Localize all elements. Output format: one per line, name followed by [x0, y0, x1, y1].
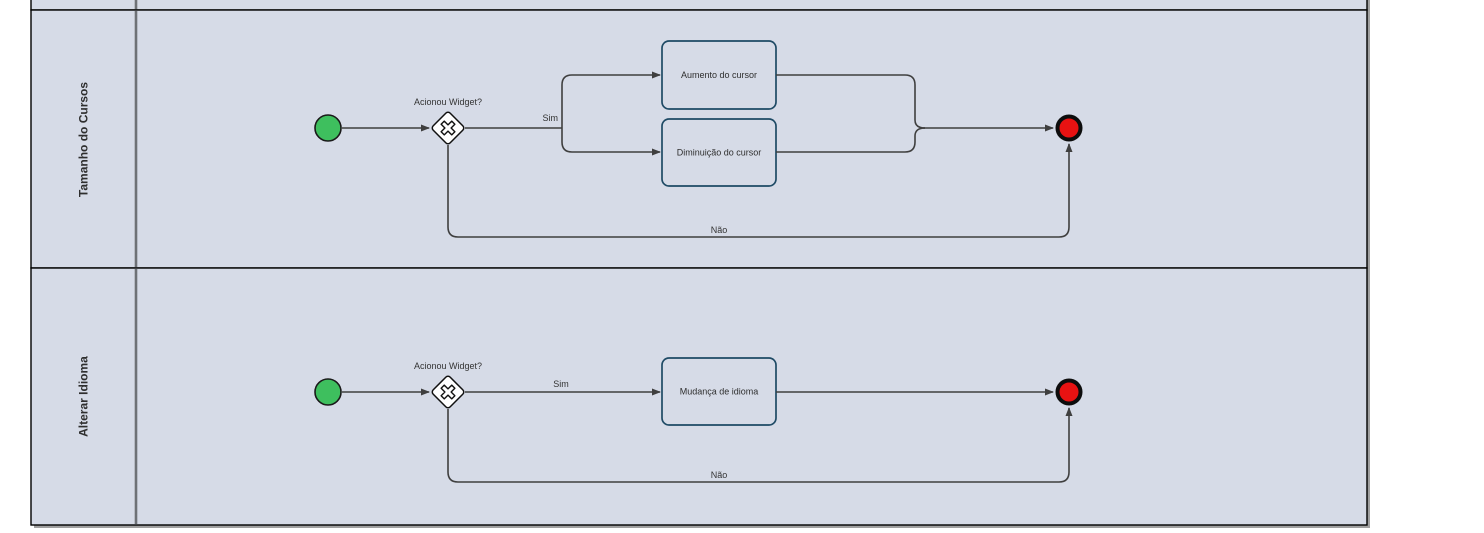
sim-label: Sim [543, 113, 559, 123]
task-aumento-cursor[interactable]: Aumento do cursor [661, 40, 777, 110]
task-label: Mudança de idioma [680, 386, 759, 396]
sequence-flow-nao[interactable] [447, 143, 1073, 238]
exclusive-gateway[interactable] [431, 111, 465, 145]
gateway-question-label: Acionou Widget? [414, 97, 482, 107]
end-event[interactable] [1055, 378, 1083, 406]
lane-title: Alterar Idioma [77, 356, 91, 437]
gateway-question-label: Acionou Widget? [414, 361, 482, 371]
sequence-flow-merge-top[interactable] [776, 74, 926, 129]
sequence-flow-merge-bottom[interactable] [776, 127, 926, 153]
sequence-flow-nao[interactable] [447, 407, 1073, 483]
task-diminuicao-cursor[interactable]: Diminuição do cursor [661, 118, 777, 187]
lane-top-partial[interactable] [30, 0, 1368, 11]
gateway-x-icon [440, 120, 456, 136]
gateway-x-icon [440, 384, 456, 400]
start-event[interactable] [314, 378, 342, 406]
sim-label: Sim [553, 379, 569, 389]
sequence-flow-to-task-diminuicao[interactable] [561, 128, 661, 156]
lane1-flow: Acionou Widget? Sim Aumento do cursor Di… [314, 40, 1083, 238]
lane-title: Tamanho do Cursos [77, 82, 91, 197]
exclusive-gateway[interactable] [431, 375, 465, 409]
start-event[interactable] [314, 114, 342, 142]
end-event[interactable] [1055, 114, 1083, 142]
sequence-flow-to-task-aumento[interactable] [561, 71, 661, 128]
nao-label: Não [711, 470, 728, 480]
task-label: Aumento do cursor [681, 70, 757, 80]
nao-label: Não [711, 225, 728, 235]
task-label: Diminuição do cursor [677, 147, 762, 157]
lane2-flow: Acionou Widget? Sim Mudança de idioma Nã… [314, 357, 1083, 483]
task-mudanca-idioma[interactable]: Mudança de idioma [661, 357, 777, 426]
lane-top-partial-rect[interactable] [30, 0, 1368, 11]
